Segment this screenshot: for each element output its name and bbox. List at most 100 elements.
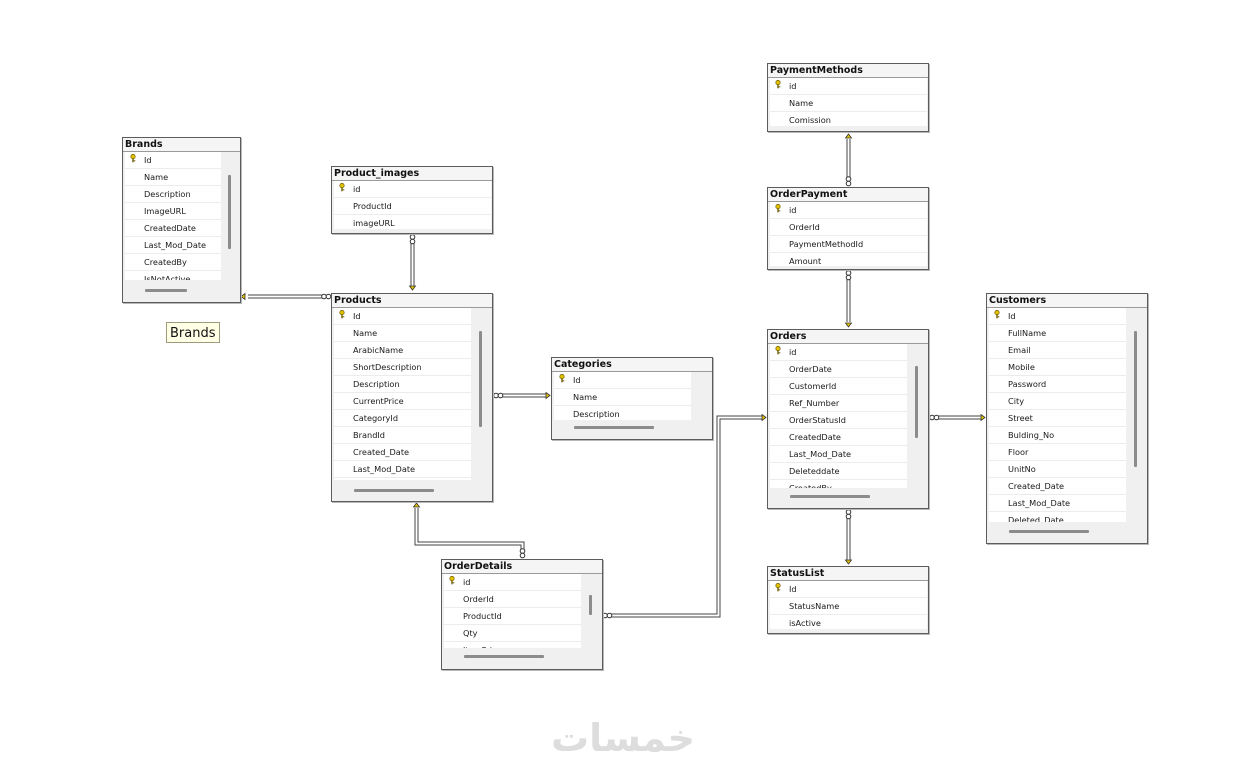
column-row[interactable]: Id: [989, 308, 1126, 325]
column-row[interactable]: Street: [989, 410, 1126, 427]
horizontal-scrollbar[interactable]: [145, 289, 187, 292]
column-row[interactable]: Name: [554, 389, 691, 406]
horizontal-scrollbar[interactable]: [790, 495, 870, 498]
column-row[interactable]: ItemPrice: [444, 642, 581, 648]
column-row[interactable]: UnitNo: [989, 461, 1126, 478]
column-row[interactable]: CategoryId: [334, 410, 471, 427]
column-row[interactable]: BrandId: [334, 427, 471, 444]
column-row[interactable]: Email: [989, 342, 1126, 359]
column-row[interactable]: id: [334, 181, 491, 198]
column-name: CreatedBy: [353, 478, 396, 480]
column-row[interactable]: Deleteddate: [770, 463, 907, 480]
many-end-products-categories: [493, 392, 504, 399]
column-row[interactable]: ShortDescription: [334, 359, 471, 376]
vertical-scrollbar[interactable]: [479, 331, 482, 427]
horizontal-scrollbar[interactable]: [574, 426, 654, 429]
column-row[interactable]: Deleted_Date: [989, 512, 1126, 522]
column-row[interactable]: Name: [334, 325, 471, 342]
column-row[interactable]: CreatedBy: [334, 478, 471, 480]
column-row[interactable]: CreatedDate: [770, 429, 907, 446]
column-row[interactable]: IsNotActive: [125, 271, 221, 280]
column-row[interactable]: OrderStatusId: [770, 412, 907, 429]
vertical-scrollbar[interactable]: [915, 366, 918, 438]
column-row[interactable]: FullName: [989, 325, 1126, 342]
column-row[interactable]: Last_Mod_Date: [334, 461, 471, 478]
column-row[interactable]: Name: [770, 95, 927, 112]
column-row[interactable]: Id: [554, 372, 691, 389]
one-end-statuslist: [844, 559, 853, 565]
column-row[interactable]: OrderId: [770, 219, 927, 236]
column-name: Name: [144, 172, 169, 182]
column-row[interactable]: Password: [989, 376, 1126, 393]
column-row[interactable]: CreatedBy: [770, 480, 907, 488]
column-row[interactable]: ArabicName: [334, 342, 471, 359]
primary-key-icon: [773, 78, 783, 94]
column-row[interactable]: ImageURL: [125, 203, 221, 220]
horizontal-scrollbar[interactable]: [464, 655, 544, 658]
table-order-details[interactable]: OrderDetails idOrderIdProductIdQtyItemPr…: [441, 559, 603, 670]
vertical-scrollbar[interactable]: [589, 595, 592, 615]
column-row[interactable]: isActive: [770, 615, 927, 629]
column-row[interactable]: Last_Mod_Date: [125, 237, 221, 254]
column-row[interactable]: id: [444, 574, 581, 591]
column-row[interactable]: Id: [125, 152, 221, 169]
column-row[interactable]: Ref_Number: [770, 395, 907, 412]
column-name: Amount: [789, 256, 822, 266]
vertical-scrollbar[interactable]: [228, 175, 231, 249]
column-row[interactable]: Description: [334, 376, 471, 393]
column-row[interactable]: id: [770, 78, 927, 95]
column-row[interactable]: CustomerId: [770, 378, 907, 395]
column-row[interactable]: ProductId: [334, 198, 491, 215]
column-row[interactable]: Description: [125, 186, 221, 203]
column-row[interactable]: OrderDate: [770, 361, 907, 378]
horizontal-scrollbar[interactable]: [1009, 530, 1089, 533]
vertical-scrollbar[interactable]: [1134, 331, 1137, 467]
column-row[interactable]: City: [989, 393, 1126, 410]
column-row[interactable]: Bulding_No: [989, 427, 1126, 444]
column-row[interactable]: Created_Date: [989, 478, 1126, 495]
column-row[interactable]: OrderId: [444, 591, 581, 608]
column-row[interactable]: Name: [125, 169, 221, 186]
column-row[interactable]: CreatedDate: [125, 220, 221, 237]
column-row[interactable]: Floor: [989, 444, 1126, 461]
primary-key-icon: [447, 574, 457, 590]
column-row[interactable]: id: [770, 344, 907, 361]
column-row[interactable]: Created_Date: [334, 444, 471, 461]
one-end-categories: [545, 391, 551, 400]
column-row[interactable]: imageURL: [334, 215, 491, 229]
column-row[interactable]: Last_Mod_Date: [989, 495, 1126, 512]
column-row[interactable]: Id: [334, 308, 471, 325]
column-row[interactable]: Last_Mod_Date: [770, 446, 907, 463]
column-row[interactable]: CreatedBy: [125, 254, 221, 271]
column-row[interactable]: ProductId: [444, 608, 581, 625]
table-title: Categories: [552, 358, 712, 372]
column-row[interactable]: StatusName: [770, 598, 927, 615]
column-row[interactable]: Mobile: [989, 359, 1126, 376]
column-row[interactable]: Amount: [770, 253, 927, 266]
column-row[interactable]: id: [770, 202, 927, 219]
column-name: Description: [573, 409, 620, 419]
khamsat-watermark: خمسات: [551, 716, 695, 760]
column-row[interactable]: PaymentMethodId: [770, 236, 927, 253]
column-row[interactable]: CurrentPrice: [334, 393, 471, 410]
column-row[interactable]: Id: [770, 581, 927, 598]
column-row[interactable]: Qty: [444, 625, 581, 642]
many-end-orderdetails-orders: [602, 612, 613, 619]
column-row[interactable]: Comission: [770, 112, 927, 126]
column-name: ImageURL: [144, 206, 186, 216]
horizontal-scrollbar[interactable]: [354, 489, 434, 492]
column-row[interactable]: Description: [554, 406, 691, 420]
